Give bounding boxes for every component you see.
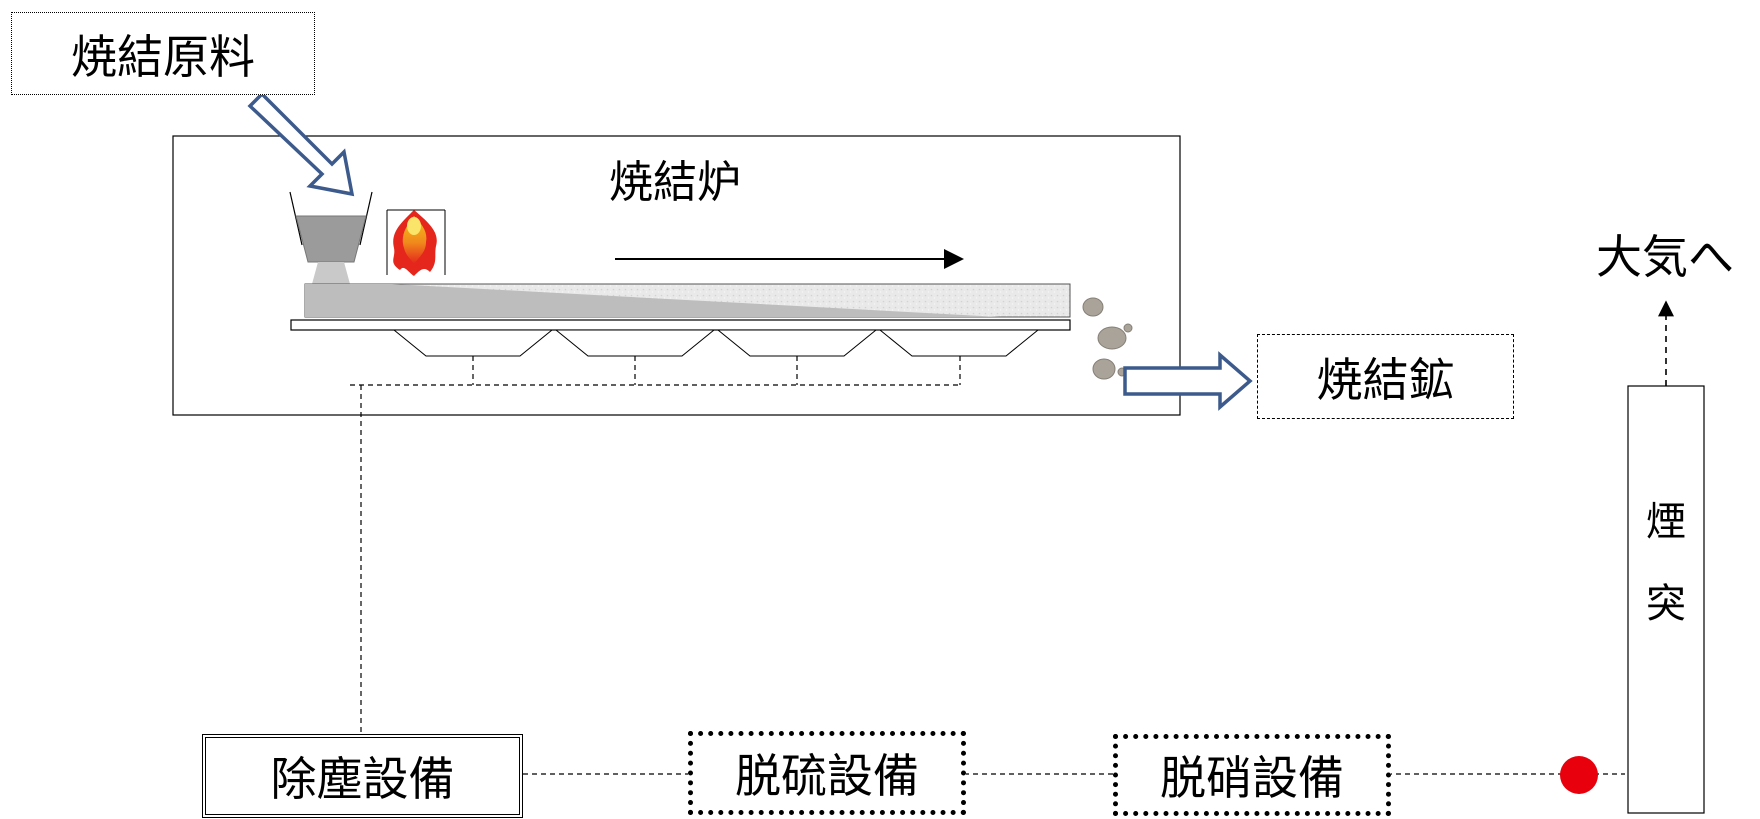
chimney-label-bottom: 突 xyxy=(1646,581,1686,627)
raw-material-label: 焼結原料 xyxy=(71,29,255,84)
sampling-point-dot xyxy=(1560,756,1598,794)
desulfurization-box: 脱硫設備 xyxy=(688,731,966,815)
atmosphere-label: 大気へ xyxy=(1596,230,1734,284)
wind-boxes xyxy=(392,329,1040,357)
raw-material-label-box: 焼結原料 xyxy=(11,12,315,95)
denitration-box: 脱硝設備 xyxy=(1113,734,1391,816)
desulfurization-label: 脱硫設備 xyxy=(735,749,919,803)
sinter-ore-output-arrow xyxy=(1123,351,1253,411)
conveyor-grate xyxy=(290,319,1071,331)
flame-icon xyxy=(386,209,446,276)
ore-rock-icon xyxy=(1082,297,1133,380)
furnace-label: 焼結炉 xyxy=(609,157,741,208)
raw-material-input-arrow xyxy=(247,91,355,197)
dust-collector-box: 除塵設備 xyxy=(202,734,523,818)
exhaust-duct-lines xyxy=(350,356,961,733)
denitration-label: 脱硝設備 xyxy=(1160,751,1344,805)
chimney-label-top: 煙 xyxy=(1646,499,1686,545)
sinter-ore-label-box: 焼結鉱 xyxy=(1257,334,1514,419)
sinter-bed-wedge xyxy=(305,284,1000,317)
sinter-ore-label: 焼結鉱 xyxy=(1316,352,1455,407)
dust-collector-label: 除塵設備 xyxy=(270,752,455,806)
hopper-icon xyxy=(289,191,373,284)
chimney xyxy=(1627,385,1705,814)
